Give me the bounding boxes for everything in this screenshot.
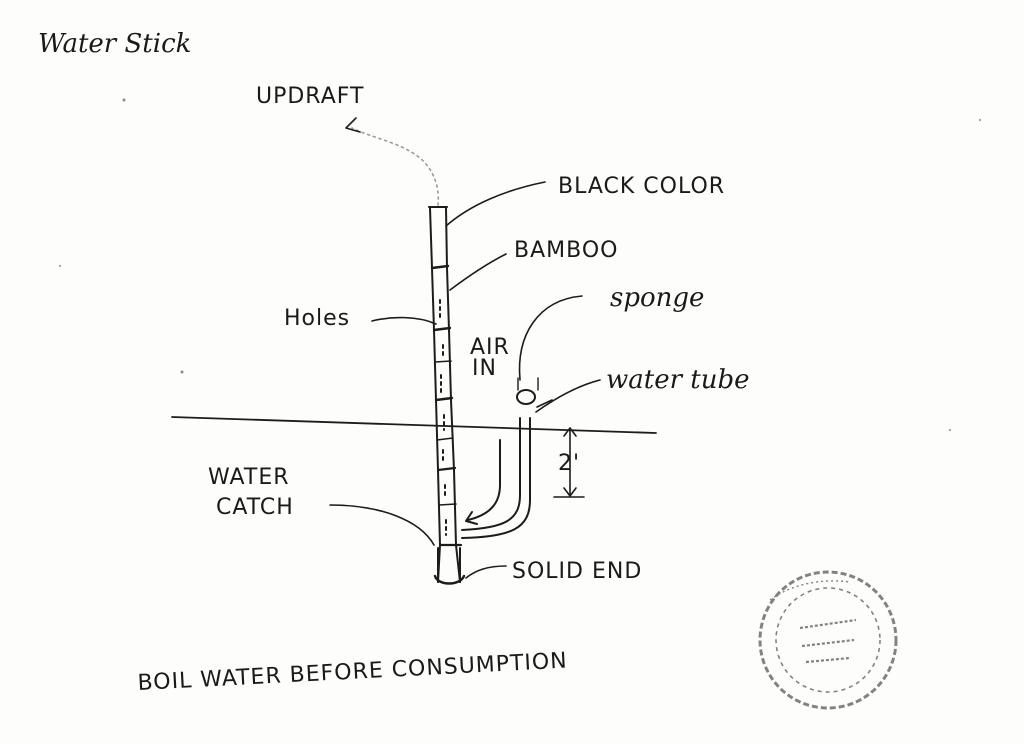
bamboo-label: BAMBOO (514, 238, 618, 263)
air-in-label-line1: AIR (470, 335, 510, 360)
holes-label: Holes (284, 306, 350, 331)
paper-specks (59, 98, 981, 431)
solid-end-label: SOLID END (512, 559, 642, 584)
water-catch-leader (329, 504, 435, 546)
water-tube (461, 389, 553, 539)
bamboo-stick (428, 206, 466, 585)
water-catch-label-line1: WATER (208, 465, 290, 490)
sponge-icon (516, 389, 536, 405)
air-in-label-line2: IN (472, 356, 497, 381)
black-color-leader (445, 181, 546, 227)
diagram-title: Water Stick (38, 29, 191, 59)
solid-end-leader (465, 565, 507, 579)
sponge-leader (518, 295, 583, 381)
water-tube-label: water tube (606, 365, 750, 395)
ink-stamp (758, 570, 898, 710)
updraft-label: UPDRAFT (256, 84, 364, 109)
holes-leader (371, 316, 437, 325)
water-tube-leader (535, 379, 601, 413)
flow-arrowhead-icon (465, 511, 478, 525)
black-color-label: BLACK COLOR (558, 174, 725, 199)
depth-marker (553, 427, 585, 498)
air-in-ticks (517, 377, 539, 391)
footer-note: BOIL WATER BEFORE CONSUMPTION (137, 648, 568, 696)
updraft-arrowhead-icon (345, 117, 361, 133)
updraft-path (351, 127, 440, 206)
ground-line (171, 416, 657, 434)
flow-arrow (467, 439, 501, 521)
bamboo-leader (449, 253, 507, 291)
water-catch-label-line2: CATCH (216, 495, 294, 520)
sponge-label: sponge (610, 283, 704, 313)
depth-label: 2' (558, 451, 580, 476)
